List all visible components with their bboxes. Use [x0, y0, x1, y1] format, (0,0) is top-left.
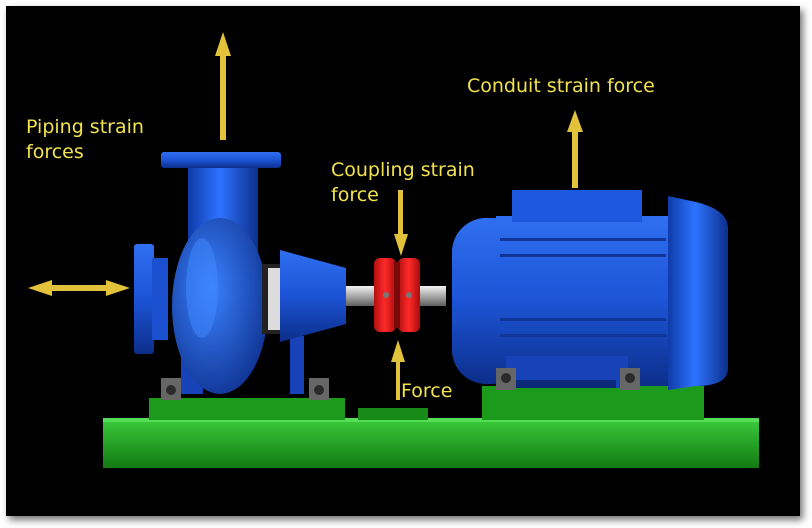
- label-conduit-strain-force: Conduit strain force: [467, 74, 655, 99]
- baseplate: [103, 386, 759, 468]
- label-piping-strain-forces: Piping strain forces: [26, 115, 144, 165]
- arrow-piping-up: [215, 32, 231, 140]
- diagram-frame: Piping strain forces Coupling strain for…: [6, 6, 800, 516]
- label-force: Force: [401, 379, 452, 404]
- label-conduit-text: Conduit strain force: [467, 75, 655, 97]
- coupling: [374, 258, 420, 332]
- label-piping-line2: forces: [26, 141, 84, 163]
- label-coupling-strain-force: Coupling strain force: [331, 158, 475, 208]
- label-piping-line1: Piping strain: [26, 116, 144, 138]
- label-force-text: Force: [401, 380, 453, 402]
- pump: [134, 152, 346, 394]
- arrow-force-up: [391, 340, 405, 400]
- pump-bolts: [161, 378, 329, 400]
- label-coupling-line2: force: [331, 184, 379, 206]
- label-coupling-line1: Coupling strain: [331, 159, 475, 181]
- arrow-piping-horizontal: [28, 280, 130, 296]
- arrow-coupling-down: [394, 190, 408, 256]
- pump-diagram: [28, 32, 759, 468]
- arrow-conduit-up: [567, 110, 583, 188]
- motor: [452, 190, 728, 390]
